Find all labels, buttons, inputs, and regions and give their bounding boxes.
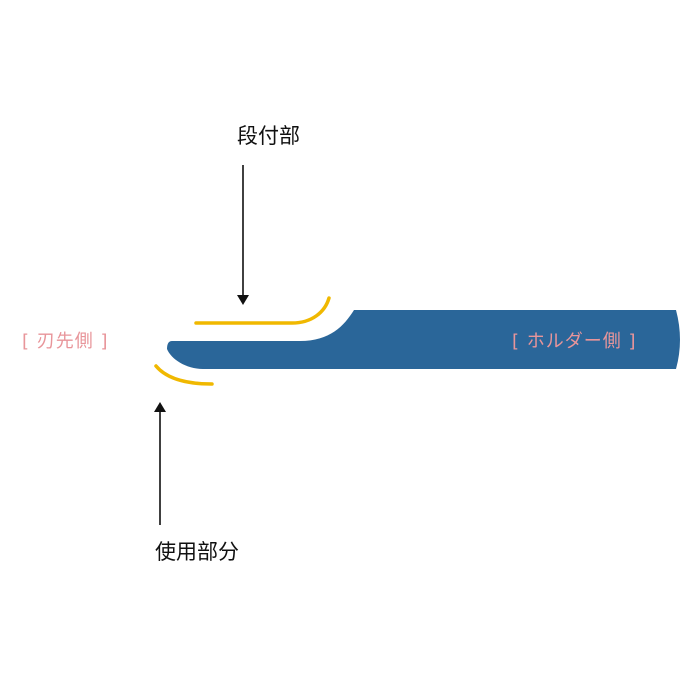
tip-side-label: [ 刃先側 ]: [22, 331, 109, 352]
step-portion-label: 段付部: [237, 124, 300, 148]
used-portion-highlight: [154, 364, 214, 386]
used-portion-label: 使用部分: [155, 540, 239, 564]
holder-side-label: [ ホルダー側 ]: [512, 331, 637, 352]
step-portion-highlight: [194, 296, 331, 325]
tool-body: [167, 310, 680, 369]
